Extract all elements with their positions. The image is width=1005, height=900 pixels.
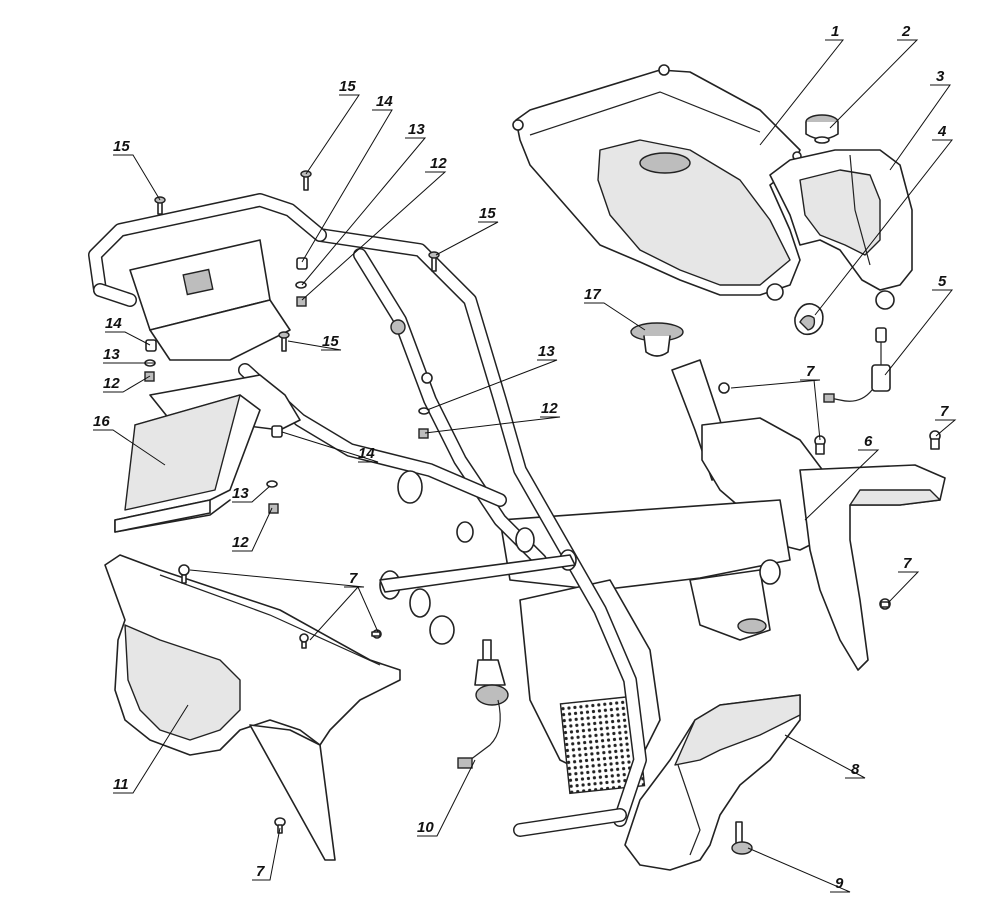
callout-13-d: 13 <box>232 485 249 502</box>
washer-13-d <box>266 480 278 488</box>
part-17-cap <box>630 322 684 357</box>
callout-10: 10 <box>417 819 434 836</box>
callout-14-c: 14 <box>358 445 375 462</box>
washer-13-b <box>295 281 307 289</box>
callout-15-c: 15 <box>479 205 496 222</box>
screw-7-h <box>274 817 286 834</box>
washer-13-c <box>418 407 430 415</box>
part-3-tank <box>766 149 913 310</box>
screw-7-c <box>371 629 382 639</box>
spacer-14-a <box>145 339 157 352</box>
callout-3: 3 <box>936 68 945 85</box>
callout-5: 5 <box>938 273 947 290</box>
callout-15-b: 15 <box>339 78 356 95</box>
callout-13-b: 13 <box>408 121 425 138</box>
screw-7-b <box>299 633 309 649</box>
callout-7-right-low: 7 <box>903 555 912 572</box>
part-2-filler-cap <box>805 114 839 144</box>
callout-11: 11 <box>113 776 129 793</box>
callout-7-bottom: 7 <box>256 863 265 880</box>
part-9-bolt <box>731 821 753 855</box>
callout-labels: 1 2 3 4 5 6 7 7 7 7 7 8 9 10 11 12 12 12… <box>93 23 949 892</box>
callout-1: 1 <box>831 23 839 40</box>
callout-4: 4 <box>937 123 947 140</box>
callout-13-c: 13 <box>538 343 555 360</box>
callout-2: 2 <box>901 23 911 40</box>
part-8-lower-fairing <box>624 694 801 871</box>
nut-12-d <box>268 503 279 514</box>
spacer-14-b <box>296 257 308 270</box>
callout-7-right: 7 <box>940 403 949 420</box>
leader-lines <box>93 39 957 893</box>
part-5-sensor <box>823 327 891 403</box>
callout-14-b: 14 <box>376 93 393 110</box>
screw-7-f <box>929 430 941 450</box>
callout-12-d: 12 <box>232 534 249 551</box>
callout-13-a: 13 <box>103 346 120 363</box>
part-1-upper-cover <box>512 64 802 296</box>
callout-16: 16 <box>93 413 110 430</box>
callout-8: 8 <box>851 761 860 778</box>
nut-12-c <box>418 428 429 439</box>
callout-7-left: 7 <box>349 570 358 587</box>
screw-7-g <box>879 598 891 610</box>
bolt-15-right <box>428 251 440 272</box>
callout-12-b: 12 <box>430 155 447 172</box>
callout-15-d: 15 <box>322 333 339 350</box>
part-10-sensor <box>457 639 509 769</box>
callout-15-a: 15 <box>113 138 130 155</box>
callout-14-a: 14 <box>105 315 122 332</box>
part-11-lower-left-fairing <box>104 554 401 861</box>
callout-12-c: 12 <box>541 400 558 417</box>
callout-7-top: 7 <box>806 363 815 380</box>
callout-17: 17 <box>584 286 601 303</box>
callout-12-a: 12 <box>103 375 120 392</box>
part-6-right-fairing <box>701 417 946 671</box>
bolt-15-mid <box>278 331 290 352</box>
callout-6: 6 <box>864 433 873 450</box>
callout-9: 9 <box>835 875 844 892</box>
screw-7-d <box>718 382 730 394</box>
part-4-clamp <box>794 302 824 336</box>
part-16-left-shield <box>114 394 261 533</box>
nut-12-b <box>296 296 307 307</box>
screw-7-a <box>178 564 190 584</box>
spacer-14-c <box>271 425 283 438</box>
